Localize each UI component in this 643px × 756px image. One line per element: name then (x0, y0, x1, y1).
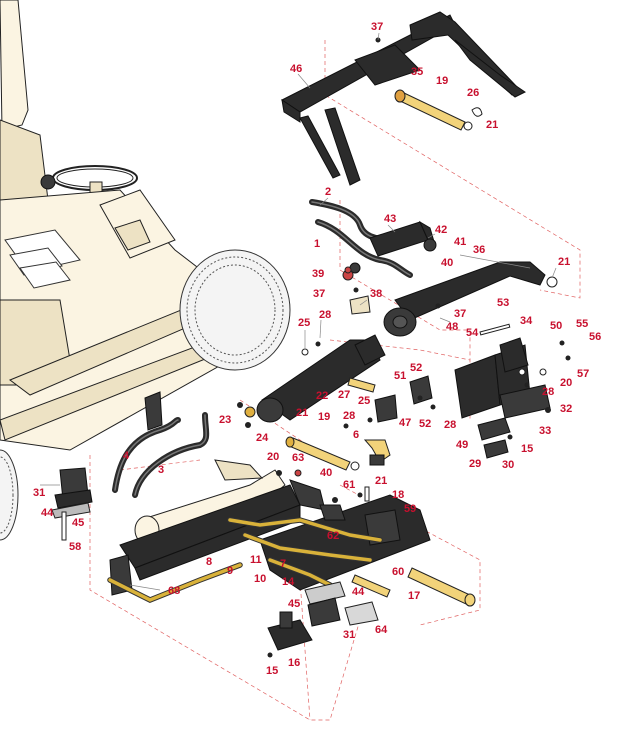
callout-58: 58 (69, 541, 81, 553)
callout-28: 28 (343, 410, 355, 422)
callout-32: 32 (560, 403, 572, 415)
hydraulic-fitting (363, 439, 391, 466)
callout-7: 7 (280, 558, 286, 570)
lower-lift-arm (244, 334, 386, 423)
callout-19: 19 (436, 75, 448, 87)
callout-16: 16 (288, 657, 300, 669)
callout-44: 44 (41, 507, 54, 519)
rear-bracket-assembly (347, 337, 551, 459)
lower-frame-assembly (107, 479, 431, 604)
callout-25: 25 (358, 395, 370, 407)
callout-4: 4 (123, 450, 130, 462)
callout-25: 25 (298, 317, 310, 329)
callout-33: 33 (539, 425, 551, 437)
callout-59: 59 (404, 503, 416, 515)
callout-11: 11 (250, 554, 262, 566)
callout-22: 22 (316, 390, 328, 402)
callout-21: 21 (558, 256, 570, 268)
callout-20: 20 (267, 451, 279, 463)
lift-cylinder-hoses (309, 199, 437, 281)
callout-2: 2 (325, 186, 331, 198)
callout-41: 41 (454, 236, 466, 248)
callout-53: 53 (497, 297, 509, 309)
callout-38: 38 (370, 288, 382, 300)
callout-61: 61 (343, 479, 355, 491)
callout-27: 27 (338, 389, 350, 401)
leader-lines (40, 32, 557, 591)
front-axle-pin (351, 567, 476, 607)
callout-24: 24 (256, 432, 269, 444)
callout-64: 64 (375, 624, 388, 636)
callout-52: 52 (410, 362, 422, 374)
callout-18: 18 (392, 489, 404, 501)
callout-49: 49 (456, 439, 468, 451)
callout-46: 46 (290, 63, 302, 75)
callout-26: 26 (467, 87, 479, 99)
pivot-pin-lower (285, 436, 360, 471)
callout-37: 37 (313, 288, 325, 300)
callout-23: 23 (219, 414, 231, 426)
callout-labels: 37 46 35 19 26 21 2 43 42 41 1 36 40 21 … (33, 21, 601, 677)
callout-14: 14 (282, 576, 295, 588)
callout-54: 54 (466, 327, 479, 339)
callout-63: 63 (292, 452, 304, 464)
callout-51: 51 (394, 370, 406, 382)
callout-1: 1 (314, 238, 320, 250)
callout-6: 6 (353, 429, 359, 441)
callout-31: 31 (343, 629, 355, 641)
callout-15: 15 (266, 665, 278, 677)
callout-39: 39 (312, 268, 324, 280)
rops-cradle-frame (281, 11, 526, 186)
callout-21: 21 (486, 119, 498, 131)
callout-35: 35 (411, 66, 423, 78)
callout-50: 50 (550, 320, 562, 332)
callout-34: 34 (520, 315, 533, 327)
pivot-pin-top (394, 89, 483, 131)
callout-45: 45 (288, 598, 300, 610)
callout-62: 62 (327, 530, 339, 542)
callout-55: 55 (576, 318, 588, 330)
callout-36: 36 (473, 244, 485, 256)
callout-15: 15 (521, 443, 533, 455)
callout-31: 31 (33, 487, 45, 499)
upper-lift-arm (349, 261, 558, 337)
callout-28: 28 (542, 386, 554, 398)
callout-30: 30 (502, 459, 514, 471)
mower-body (0, 0, 291, 541)
callout-37: 37 (454, 308, 466, 320)
skid-brackets (51, 467, 379, 651)
callout-43: 43 (384, 213, 396, 225)
callout-40: 40 (320, 467, 332, 479)
callout-57: 57 (577, 368, 589, 380)
callout-19: 19 (318, 411, 330, 423)
callout-48: 48 (446, 321, 458, 333)
callout-17: 17 (408, 590, 420, 602)
callout-29: 29 (469, 458, 481, 470)
callout-40: 40 (441, 257, 453, 269)
lower-hoses (112, 412, 210, 498)
callout-28: 28 (319, 309, 331, 321)
callout-37: 37 (371, 21, 383, 33)
callout-47: 47 (399, 417, 411, 429)
callout-8: 8 (206, 556, 212, 568)
callout-21: 21 (375, 475, 387, 487)
callout-56: 56 (589, 331, 601, 343)
callout-52: 52 (419, 418, 431, 430)
callout-45: 45 (72, 517, 84, 529)
callout-9: 9 (227, 565, 233, 577)
callout-60: 60 (392, 566, 404, 578)
callout-10: 10 (254, 573, 266, 585)
callout-28: 28 (444, 419, 456, 431)
callout-42: 42 (435, 224, 447, 236)
callout-3: 3 (158, 464, 164, 476)
callout-21: 21 (296, 407, 308, 419)
callout-44: 44 (352, 586, 365, 598)
callout-20: 20 (560, 377, 572, 389)
callout-68: 68 (168, 585, 180, 597)
